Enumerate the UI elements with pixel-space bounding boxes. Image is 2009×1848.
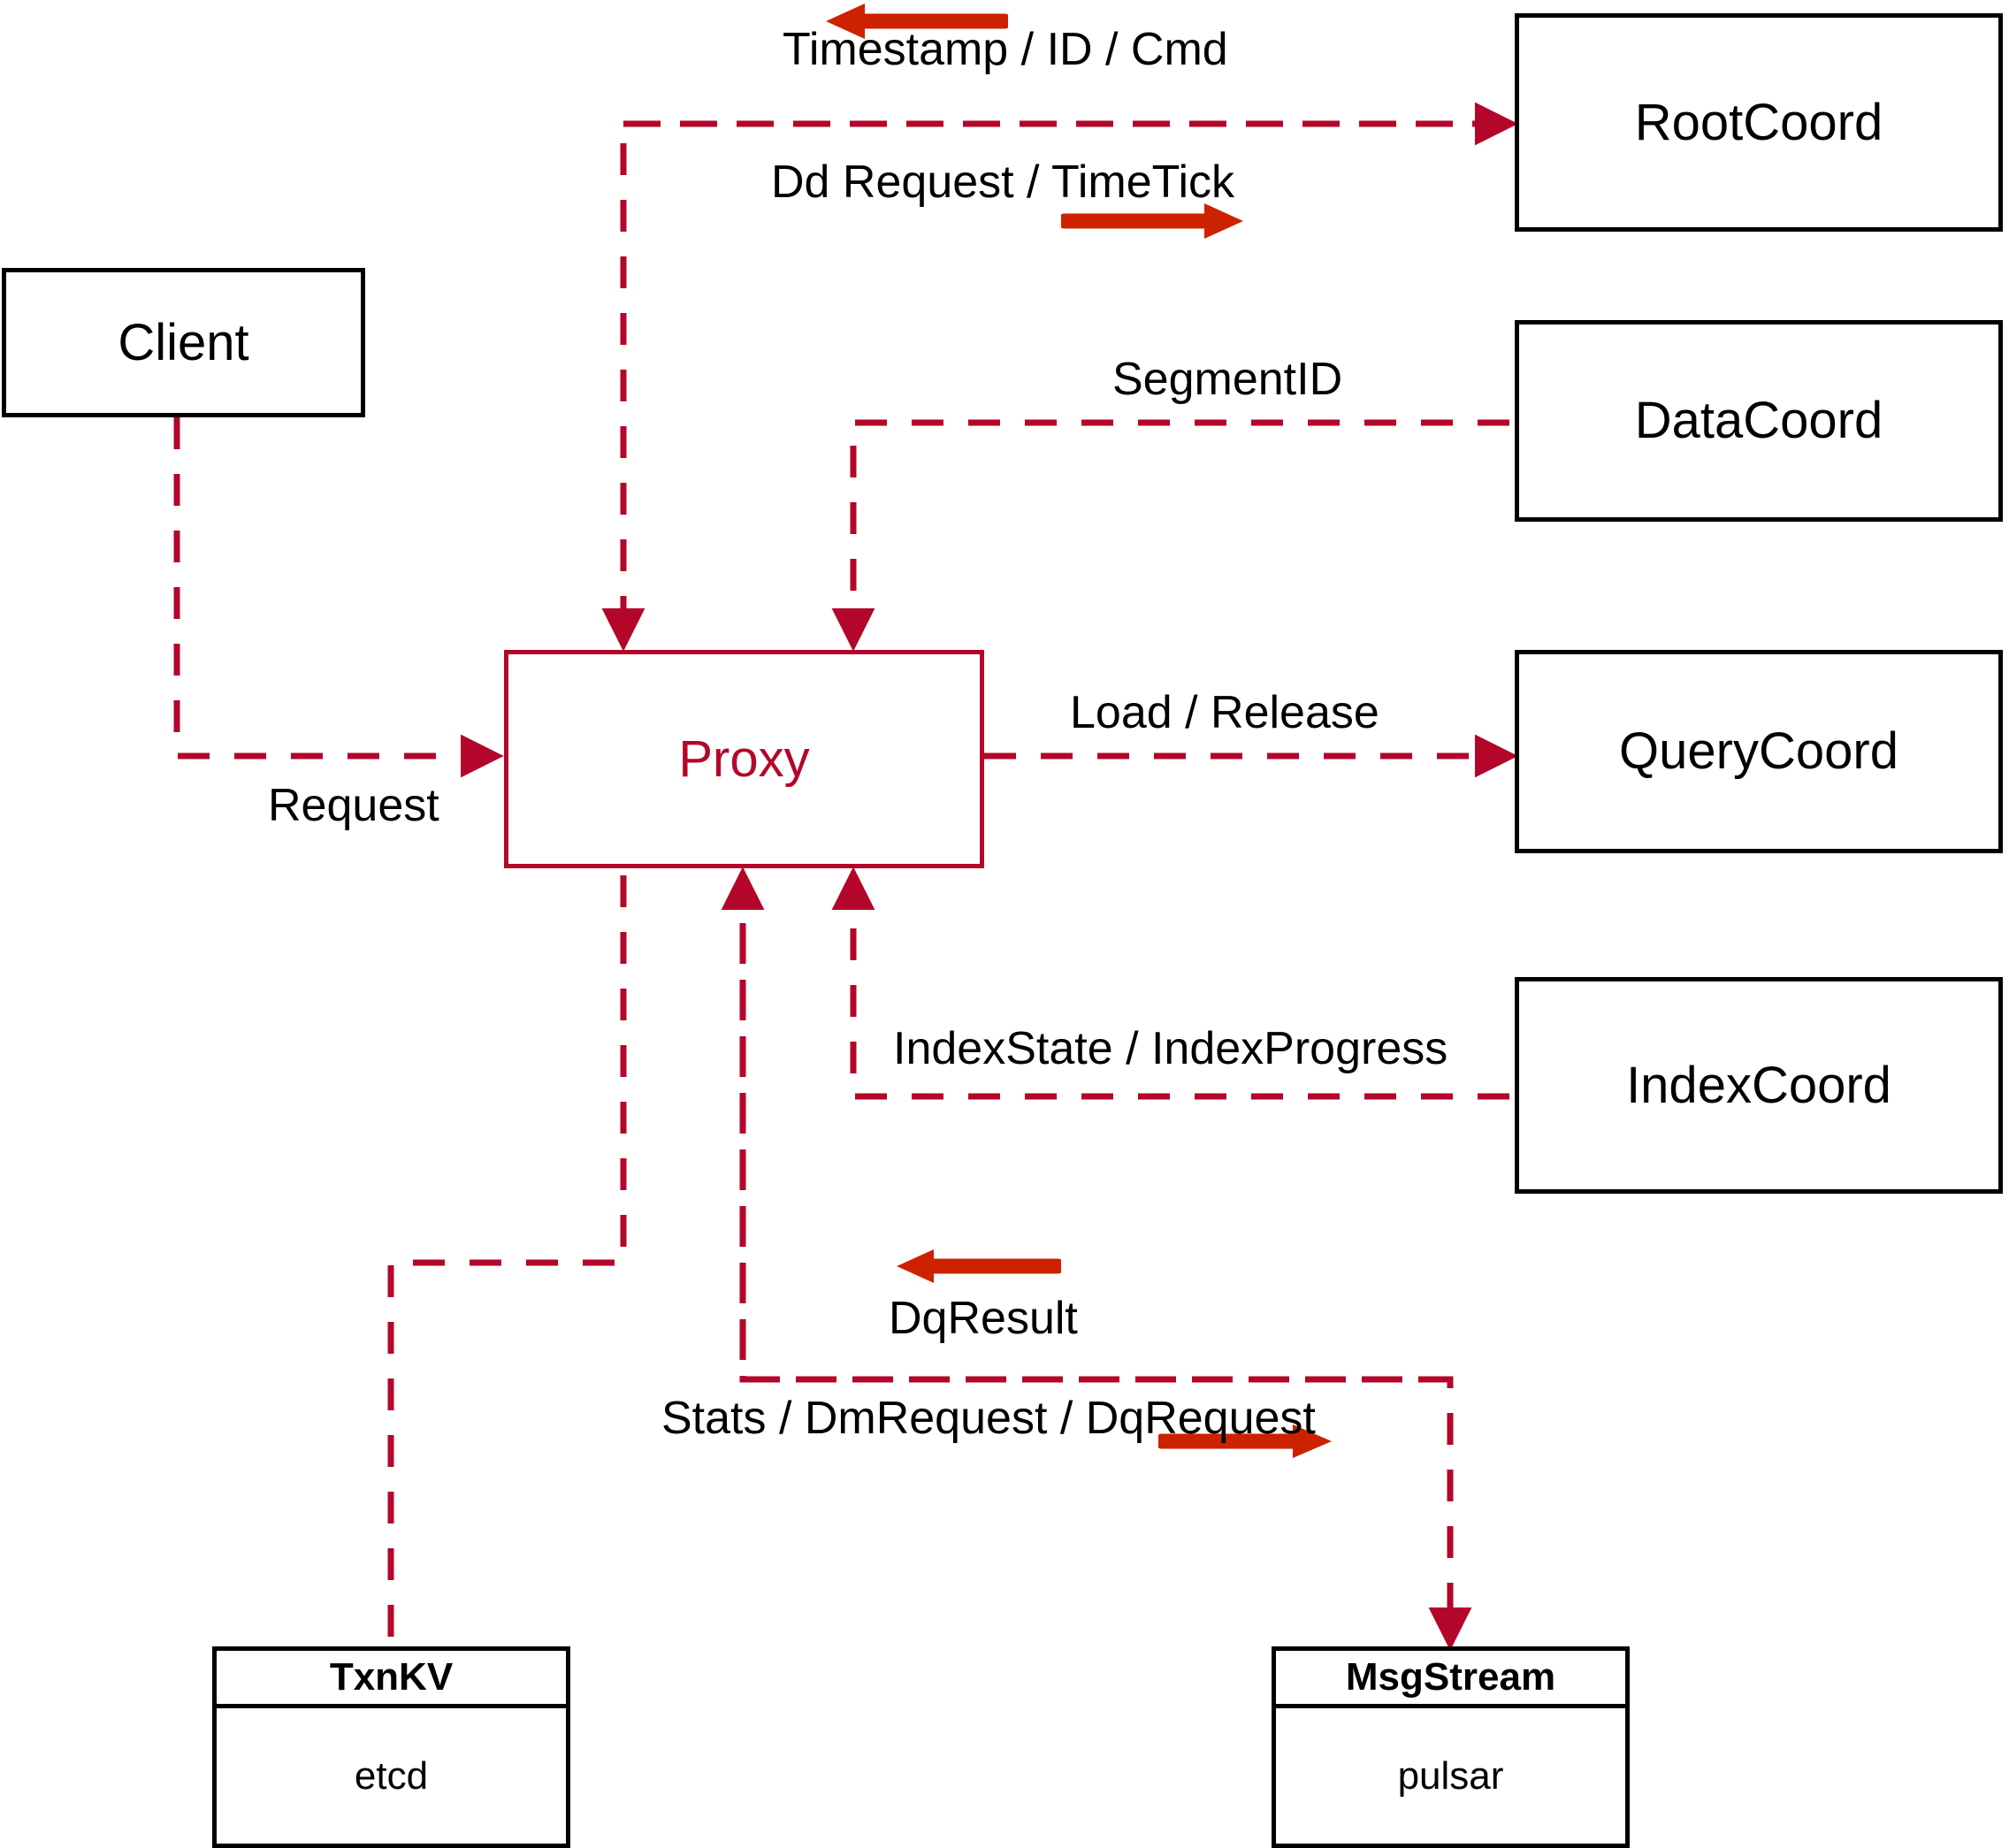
edge-label-load-release: Load / Release xyxy=(1070,687,1379,738)
arrow-right-icon-dd-request xyxy=(1061,203,1243,239)
node-txnkv[interactable]: TxnKV etcd xyxy=(212,1646,570,1848)
node-datacoord-label: DataCoord xyxy=(1634,392,1883,449)
node-proxy-label: Proxy xyxy=(678,729,810,788)
node-client-label: Client xyxy=(118,313,249,371)
node-msgstream[interactable]: MsgStream pulsar xyxy=(1272,1646,1630,1848)
edge-msgstream-to-proxy xyxy=(721,867,1450,1383)
edge-client-to-proxy xyxy=(173,417,504,778)
node-txnkv-header: TxnKV xyxy=(217,1651,566,1708)
arrow-left-icon-dq-result xyxy=(897,1249,1061,1283)
node-msgstream-body: pulsar xyxy=(1397,1753,1504,1798)
node-txnkv-body: etcd xyxy=(354,1753,429,1798)
node-indexcoord[interactable]: IndexCoord xyxy=(1515,977,2003,1194)
arrow-right-icon-stats xyxy=(1158,1424,1332,1458)
node-msgstream-header: MsgStream xyxy=(1276,1651,1625,1708)
node-proxy[interactable]: Proxy xyxy=(504,650,984,868)
arrow-left-icon-timestamp xyxy=(826,4,1008,39)
node-rootcoord-label: RootCoord xyxy=(1634,93,1883,151)
edge-label-timestamp-id-cmd: Timestamp / ID / Cmd xyxy=(783,24,1228,75)
edge-proxy-to-msgstream xyxy=(739,875,1472,1651)
edge-label-dqresult: DqResult xyxy=(889,1293,1078,1344)
node-client[interactable]: Client xyxy=(2,268,365,417)
edge-label-segmentid: SegmentID xyxy=(1112,354,1343,405)
edge-proxy-to-txnkv xyxy=(387,875,627,1642)
edge-label-indexstate-indexprogress: IndexState / IndexProgress xyxy=(893,1023,1448,1074)
edge-datacoord-to-proxy xyxy=(831,419,1509,652)
edge-label-stats-dmrequest-dqrequest: Stats / DmRequest / DqRequest xyxy=(661,1393,1316,1444)
edge-label-dd-request-timetick: Dd Request / TimeTick xyxy=(771,157,1235,208)
node-querycoord-label: QueryCoord xyxy=(1619,722,1898,780)
node-rootcoord[interactable]: RootCoord xyxy=(1515,13,2003,232)
node-datacoord[interactable]: DataCoord xyxy=(1515,320,2003,522)
edge-label-request: Request xyxy=(268,780,439,831)
node-querycoord[interactable]: QueryCoord xyxy=(1515,650,2003,853)
node-indexcoord-label: IndexCoord xyxy=(1626,1056,1891,1114)
